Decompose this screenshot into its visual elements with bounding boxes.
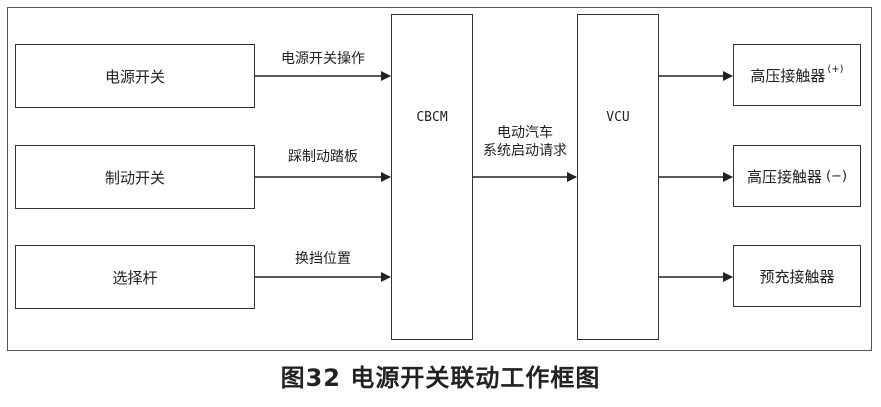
hv-contactor-negative-box: 高压接触器(−)	[733, 145, 861, 207]
power-switch-operation-label: 电源开关操作	[281, 51, 365, 67]
cbcm-box: CBCM	[391, 14, 473, 340]
negative-mark: (−)	[825, 168, 848, 184]
selector-lever-box: 选择杆	[15, 245, 255, 309]
brake-switch-box: 制动开关	[15, 145, 255, 209]
hv-contactor-positive-label: 高压接触器	[750, 66, 826, 85]
hv-contactor-positive-box: 高压接触器(+)	[733, 44, 861, 106]
figure-caption: 图32 电源开关联动工作框图	[280, 364, 601, 392]
precharge-contactor-box: 预充接触器	[733, 245, 861, 307]
gear-position-label: 换挡位置	[295, 251, 351, 267]
power-switch-label: 电源开关	[104, 67, 165, 86]
selector-lever-label: 选择杆	[112, 268, 158, 287]
hv-contactor-negative-label: 高压接触器	[746, 167, 822, 186]
vcu-label: VCU	[606, 110, 630, 125]
precharge-contactor-label: 预充接触器	[759, 267, 835, 286]
power-switch-box: 电源开关	[15, 44, 255, 108]
start-request-label: 电动汽车 系统启动请求	[474, 124, 576, 160]
cbcm-label: CBCM	[416, 110, 448, 125]
start-request-line2: 系统启动请求	[483, 143, 567, 159]
brake-switch-label: 制动开关	[104, 168, 165, 187]
positive-mark: (+)	[827, 63, 844, 75]
press-brake-pedal-label: 踩制动踏板	[288, 149, 358, 165]
vcu-box: VCU	[577, 14, 659, 340]
start-request-line1: 电动汽车	[497, 125, 553, 141]
